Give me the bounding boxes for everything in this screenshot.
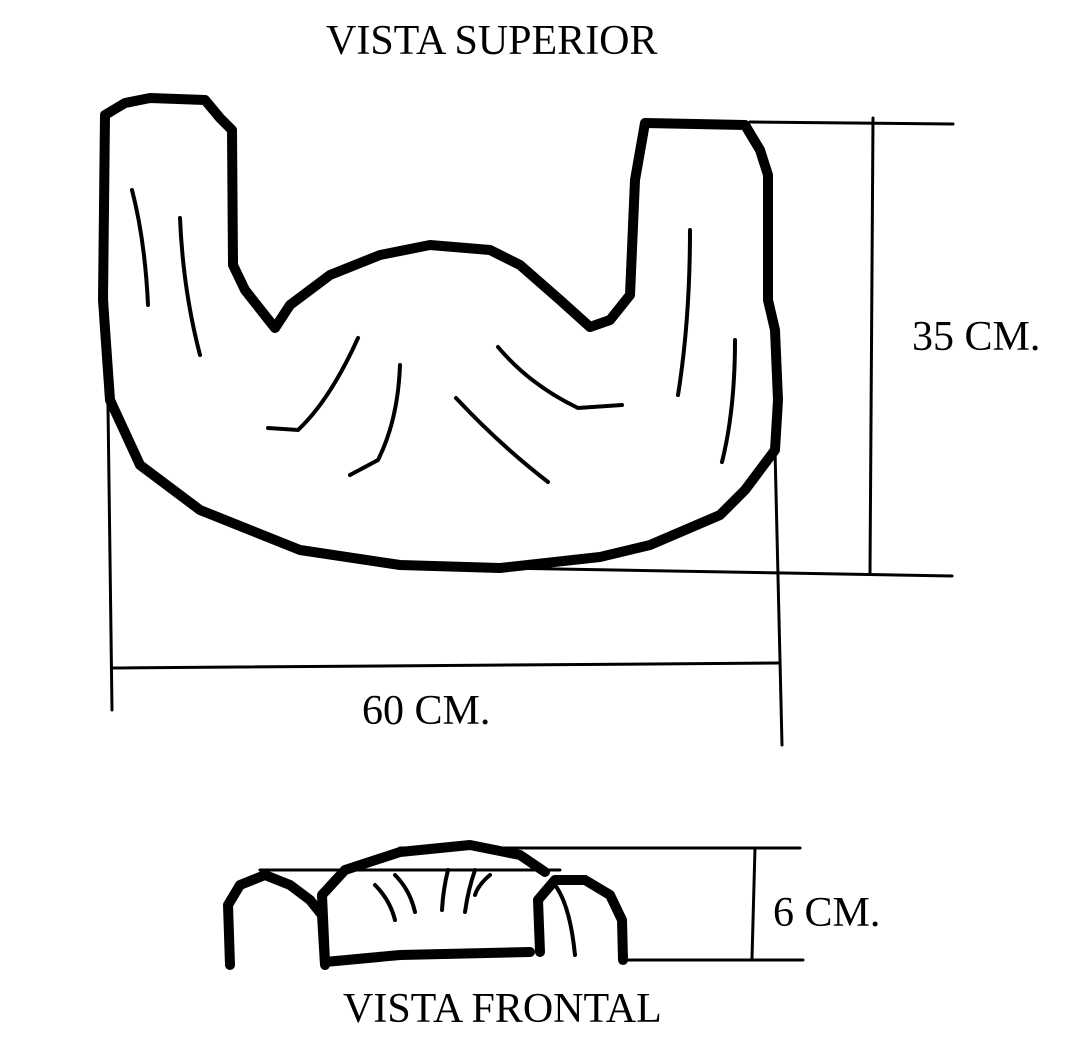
left-arch [223,870,330,970]
dimension-lines [103,116,955,747]
width-dimension-label: 60 CM. [362,688,491,734]
center-dome [317,840,550,967]
front-fold-lines [373,868,492,922]
front-view-drawing [223,840,805,970]
top-view-drawing [98,93,955,747]
right-arch [533,875,628,965]
top-view-title: VISTA SUPERIOR [326,18,658,64]
base-line [320,947,535,967]
u-shape-outline [98,93,783,573]
front-view-title: VISTA FRONTAL [343,986,662,1032]
depth-dimension-label: 35 CM. [912,314,1041,360]
fold-lines [130,188,737,484]
height-dimension-label: 6 CM. [773,890,881,936]
front-dimension-lines [258,846,805,962]
